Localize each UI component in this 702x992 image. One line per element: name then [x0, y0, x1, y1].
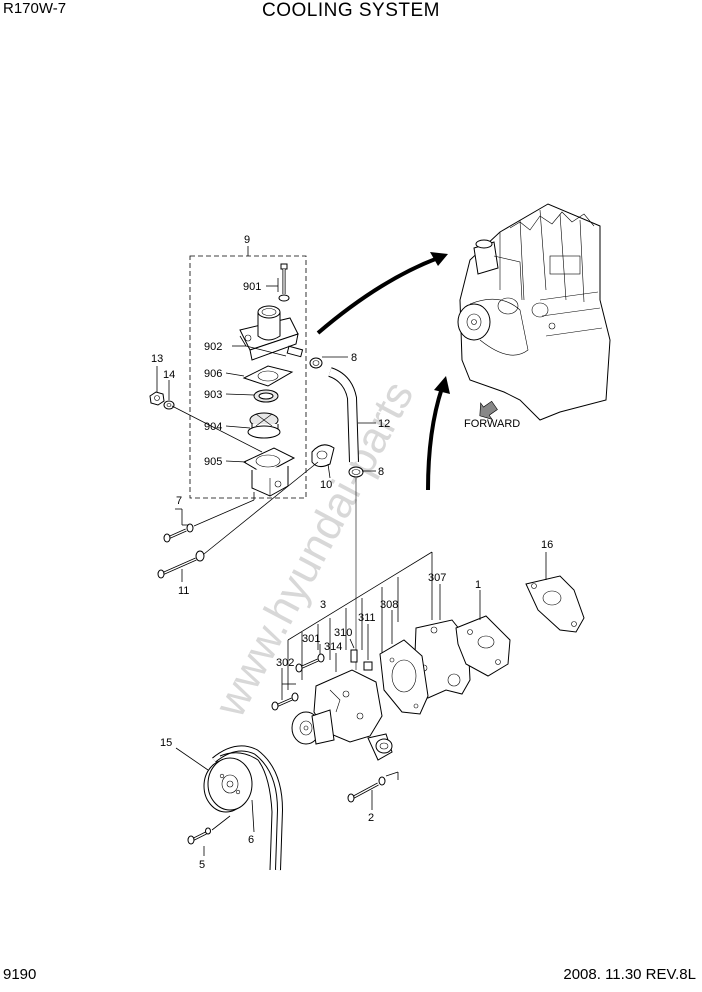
pulley-15 [203, 757, 253, 813]
revision-date: 2008. 11.30 REV.8L [563, 966, 696, 983]
callout-9: 9 [244, 234, 250, 246]
callout-903: 903 [204, 389, 222, 401]
page-title: COOLING SYSTEM [261, 0, 441, 21]
callout-7: 7 [176, 495, 182, 507]
callout-10: 10 [320, 479, 332, 491]
callout-905: 905 [204, 456, 222, 468]
water-pump [291, 669, 393, 761]
thermostat-904 [247, 412, 281, 439]
callout-301: 301 [302, 633, 320, 645]
washer-14 [163, 400, 175, 410]
callout-8-lower: 8 [378, 466, 384, 478]
callout-15: 15 [160, 737, 172, 749]
callout-11: 11 [178, 585, 189, 597]
bolt-7 [163, 523, 194, 543]
engine-block [457, 203, 611, 421]
callout-6: 6 [248, 834, 254, 846]
callout-13: 13 [151, 353, 163, 365]
callout-302: 302 [276, 657, 294, 669]
callout-14: 14 [163, 369, 175, 381]
forward-label: FORWARD [464, 418, 520, 430]
callout-8-upper: 8 [351, 352, 357, 364]
seal-903 [253, 389, 279, 403]
callout-1: 1 [475, 579, 481, 591]
callout-314: 314 [324, 641, 342, 653]
gasket-1 [455, 615, 511, 677]
flow-arrow-upper [316, 256, 439, 335]
gasket-10 [311, 444, 335, 468]
callout-308: 308 [380, 599, 398, 611]
callout-902: 902 [204, 341, 222, 353]
plug-311 [363, 661, 373, 671]
callout-2: 2 [368, 812, 374, 824]
flow-arrow-lower [426, 387, 444, 491]
callout-906: 906 [204, 368, 222, 380]
bolt-901 [278, 263, 290, 302]
hose-clamp-8-upper [309, 357, 323, 369]
callout-12: 12 [378, 418, 390, 430]
bolt-11 [157, 550, 205, 579]
model-code: R170W-7 [3, 0, 67, 17]
gasket-906 [242, 365, 294, 387]
thermostat-housing-902 [239, 305, 304, 361]
callout-307: 307 [428, 572, 446, 584]
v-belt-6 [212, 745, 284, 871]
callout-901: 901 [243, 281, 261, 293]
thermostat-case-905 [242, 447, 296, 497]
cover-plate-16 [525, 575, 585, 633]
page-number: 9190 [3, 966, 37, 983]
callout-311: 311 [358, 612, 376, 624]
nut-13 [149, 391, 165, 406]
hose-clamp-8-lower [348, 466, 364, 478]
bolt-302 [271, 692, 299, 711]
gasket-308 [379, 639, 429, 715]
forward-arrow-icon [479, 400, 498, 420]
bolt-5 [187, 827, 211, 845]
bolt-2 [347, 776, 386, 803]
callout-310: 310 [334, 627, 352, 639]
dowel-310 [350, 649, 358, 663]
callout-5: 5 [199, 859, 205, 871]
callout-16: 16 [541, 539, 553, 551]
bolt-301 [295, 653, 325, 673]
callout-3: 3 [320, 599, 326, 611]
